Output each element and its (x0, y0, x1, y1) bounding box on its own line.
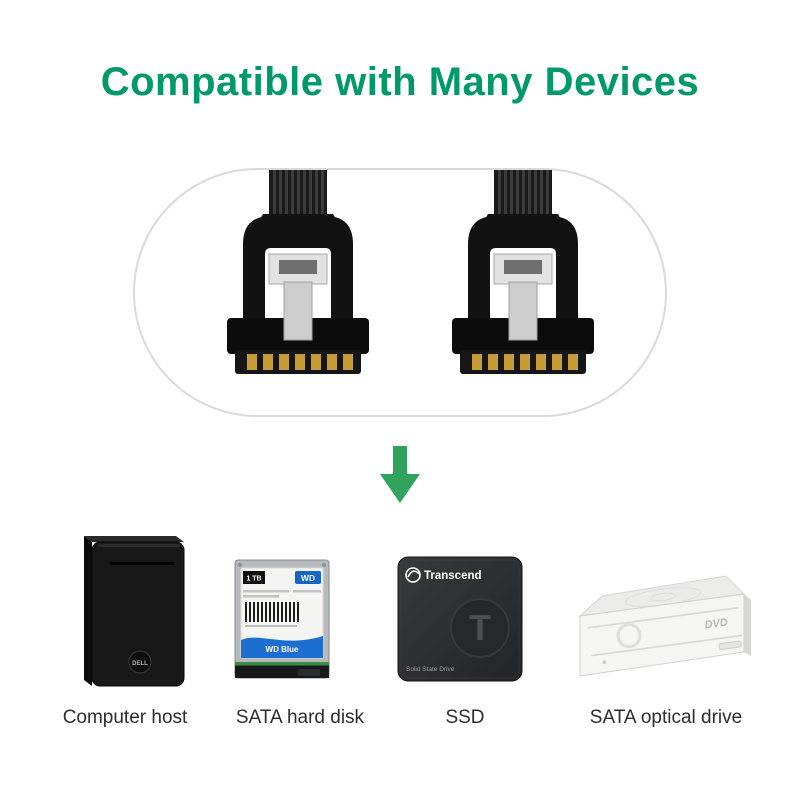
dvd-logo: DVD (704, 616, 729, 631)
ssd-brand: Transcend (424, 570, 482, 582)
dell-badge-label: DELL (132, 661, 148, 667)
indicator-led (602, 660, 607, 665)
ssd-subtitle: Solid State Drive (406, 666, 455, 673)
label-computer-host: Computer host (62, 707, 188, 728)
drive-front-details: DVD (587, 606, 743, 665)
hdd-capacity: 1 TB (246, 576, 261, 583)
label-sata-optical-drive: SATA optical drive (589, 707, 743, 728)
eject-button (718, 640, 742, 650)
gold-pins (247, 354, 353, 370)
down-arrow-icon (380, 446, 420, 503)
page-title: Compatible with Many Devices (100, 60, 700, 104)
cable-strain-relief (494, 170, 552, 218)
sata-connector-left-icon (227, 170, 369, 374)
ssd-emblem-letter: T (469, 607, 491, 648)
optical-slot (110, 562, 174, 565)
sata-hard-disk-image: 1 TB WD WD Blue (234, 559, 330, 679)
drive-side-face (744, 594, 751, 656)
transcend-logo-icon (405, 567, 421, 583)
connector-arch-body (468, 216, 578, 324)
dell-badge (128, 650, 152, 674)
ssd-image: Transcend T Solid State Drive (397, 556, 523, 682)
computer-host-image: DELL (84, 536, 185, 687)
tower-side-face (84, 536, 92, 686)
hdd-blue-band (241, 636, 323, 658)
metal-latch (268, 253, 328, 341)
tower-front-face (91, 541, 185, 687)
sata-optical-drive-image: DVD (578, 575, 751, 677)
label-ssd: SSD (445, 707, 485, 728)
barcode (245, 602, 299, 622)
hdd-series: WD Blue (266, 645, 299, 654)
hdd-brand: WD (301, 573, 315, 583)
tray-emboss-circle (616, 623, 642, 649)
drive-front-face (579, 593, 745, 677)
ssd-emblem-circle (450, 598, 510, 658)
metal-latch (493, 253, 553, 341)
gold-pins (472, 354, 578, 370)
label-sata-hard-disk: SATA hard disk (235, 707, 365, 728)
connector-arch-body (243, 216, 353, 324)
cable-strain-relief (269, 170, 327, 218)
tower-top-face (84, 536, 184, 542)
sata-connector-right-icon (452, 170, 594, 374)
